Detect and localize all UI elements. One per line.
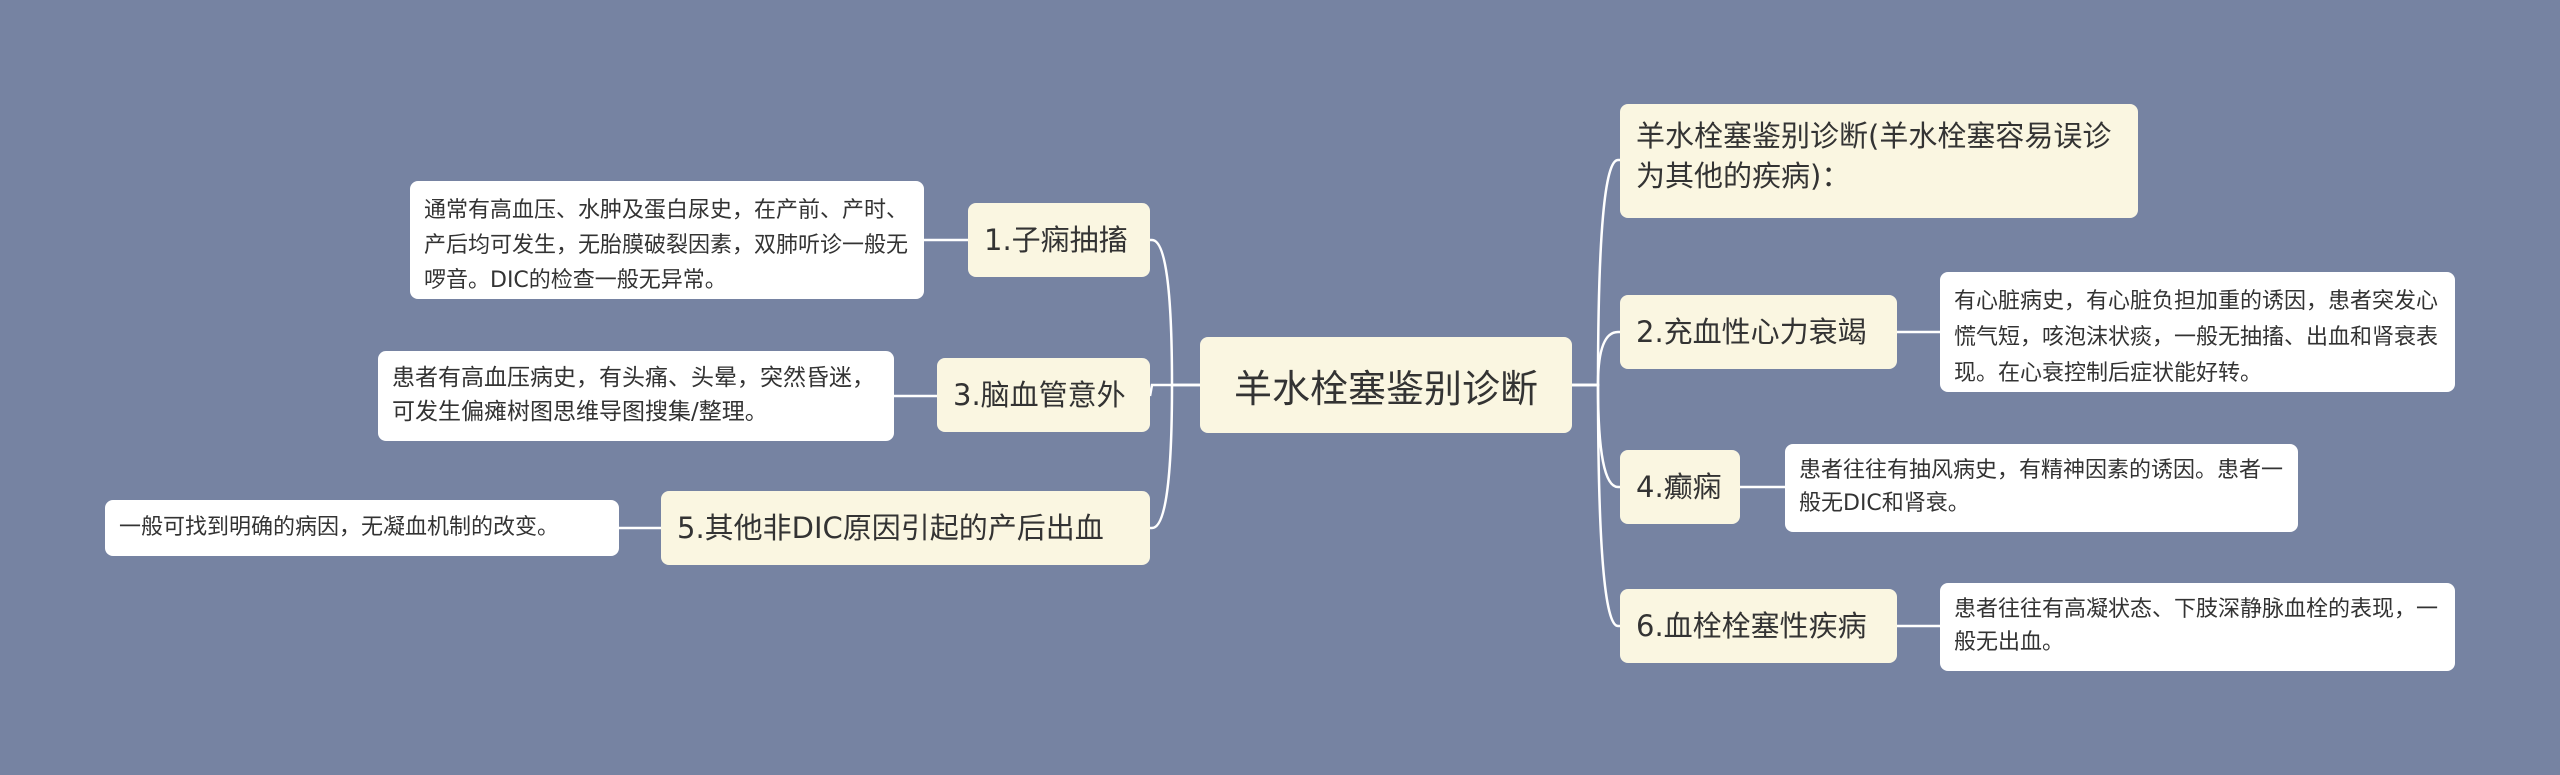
branch-node-cerebrovascular[interactable]: 3.脑血管意外 <box>937 358 1150 432</box>
detail-node-thromboembolism[interactable]: 患者往往有高凝状态、下肢深静脉血栓的表现，一般无出血。 <box>1940 583 2455 671</box>
connector-root-right-6 <box>1572 383 1620 628</box>
detail-text: 有心脏病史，有心脏负担加重的诱因，患者突发心慌气短，咳泡沫状痰，一般无抽搐、出血… <box>1954 289 2439 386</box>
detail-text: 患者往往有抽风病史，有精神因素的诱因。患者一般无DIC和肾衰。 <box>1799 458 2284 516</box>
branch-label: 1.子痫抽搐 <box>984 223 1128 257</box>
root-label: 羊水栓塞鉴别诊断 <box>1233 366 1538 411</box>
connector-root-right-2 <box>1572 330 1620 387</box>
detail-text: 通常有高血压、水肿及蛋白尿史，在产前、产时、产后均可发生，无胎膜破裂因素，双肺听… <box>424 198 909 293</box>
connector-root-left-3 <box>1148 383 1200 397</box>
connector-root-left-1 <box>1150 238 1200 387</box>
branch-node-heart-failure[interactable]: 2.充血性心力衰竭 <box>1620 295 1897 369</box>
branch-node-epilepsy[interactable]: 4.癫痫 <box>1620 450 1740 524</box>
detail-node-eclampsia[interactable]: 通常有高血压、水肿及蛋白尿史，在产前、产时、产后均可发生，无胎膜破裂因素，双肺听… <box>410 181 924 299</box>
root-node[interactable]: 羊水栓塞鉴别诊断 <box>1200 337 1572 433</box>
branch-label: 羊水栓塞鉴别诊断(羊水栓塞容易误诊为其他的疾病)： <box>1636 119 2112 193</box>
branch-label: 2.充血性心力衰竭 <box>1636 315 1867 349</box>
connector-root-right-4 <box>1572 383 1620 489</box>
connector-root-left-5 <box>1150 383 1200 530</box>
branch-node-postpartum-hemorrhage[interactable]: 5.其他非DIC原因引起的产后出血 <box>661 491 1150 565</box>
branch-node-thromboembolism[interactable]: 6.血栓栓塞性疾病 <box>1620 589 1897 663</box>
branch-label: 3.脑血管意外 <box>953 378 1126 412</box>
branch-label: 4.癫痫 <box>1636 470 1722 504</box>
branch-label: 5.其他非DIC原因引起的产后出血 <box>677 511 1104 545</box>
branch-node-heading[interactable]: 羊水栓塞鉴别诊断(羊水栓塞容易误诊为其他的疾病)： <box>1620 104 2138 218</box>
detail-text: 患者有高血压病史，有头痛、头晕，突然昏迷，可发生偏瘫树图思维导图搜集/整理。 <box>392 365 875 425</box>
detail-node-heart-failure[interactable]: 有心脏病史，有心脏负担加重的诱因，患者突发心慌气短，咳泡沫状痰，一般无抽搐、出血… <box>1940 272 2455 392</box>
detail-text: 患者往往有高凝状态、下肢深静脉血栓的表现，一般无出血。 <box>1954 597 2439 655</box>
connector-root-right-0 <box>1572 158 1620 387</box>
detail-node-cerebrovascular[interactable]: 患者有高血压病史，有头痛、头晕，突然昏迷，可发生偏瘫树图思维导图搜集/整理。 <box>378 351 894 441</box>
branch-node-eclampsia[interactable]: 1.子痫抽搐 <box>968 203 1150 277</box>
detail-node-postpartum-hemorrhage[interactable]: 一般可找到明确的病因，无凝血机制的改变。 <box>105 500 619 556</box>
detail-text: 一般可找到明确的病因，无凝血机制的改变。 <box>119 515 560 540</box>
detail-node-epilepsy[interactable]: 患者往往有抽风病史，有精神因素的诱因。患者一般无DIC和肾衰。 <box>1785 444 2298 532</box>
branch-label: 6.血栓栓塞性疾病 <box>1636 609 1867 643</box>
